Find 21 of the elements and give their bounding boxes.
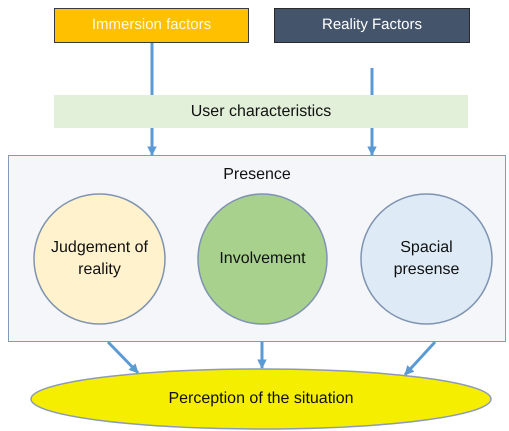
node-label: Immersion factors: [92, 15, 212, 36]
arrow: [257, 342, 267, 369]
node-label: Spacial presense: [392, 238, 460, 280]
node-label: Reality Factors: [322, 15, 422, 36]
arrow: [106, 340, 140, 374]
concept-circle: [360, 193, 493, 325]
concept-circle: [33, 193, 166, 325]
node-label: Judgement of reality: [50, 238, 149, 280]
characteristics-band: [54, 95, 468, 128]
factor-box: [274, 8, 470, 43]
arrow: [404, 340, 436, 376]
node-label: Involvement: [219, 249, 306, 270]
arrow: [367, 128, 377, 156]
node-label: User characteristics: [190, 102, 332, 122]
outcome-ellipse: [30, 368, 492, 430]
concept-circle: [197, 193, 328, 325]
node-label: Presence: [223, 165, 291, 185]
factor-box: [54, 8, 249, 43]
presence-panel: [8, 155, 506, 342]
node-label: Perception of the situation: [168, 389, 354, 410]
arrow: [147, 128, 157, 156]
